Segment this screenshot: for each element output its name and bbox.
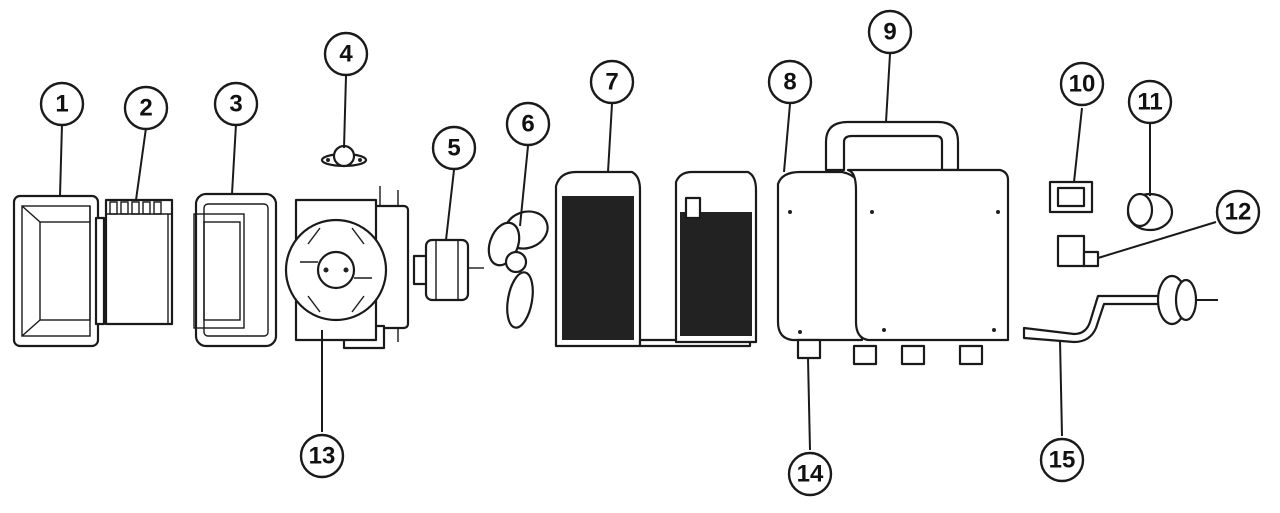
- callout-10: 10: [1059, 61, 1105, 107]
- svg-text:11: 11: [1137, 89, 1162, 116]
- callout-8: 8: [767, 59, 813, 105]
- svg-text:9: 9: [883, 19, 896, 46]
- svg-text:12: 12: [1225, 199, 1252, 226]
- svg-text:8: 8: [783, 69, 796, 96]
- part-8-side-panel: [776, 170, 864, 360]
- svg-text:7: 7: [605, 69, 618, 96]
- part-12-switch-connector: [1056, 234, 1100, 268]
- part-3-rear-frame: [193, 192, 278, 348]
- callout-5: 5: [431, 125, 477, 171]
- callout-13: 13: [299, 433, 345, 479]
- part-14-rubber-feet: [852, 344, 984, 366]
- callout-14: 14: [787, 451, 833, 497]
- svg-text:1: 1: [55, 91, 68, 118]
- part-4-thermostat: [320, 144, 368, 168]
- callout-11: 11: [1127, 79, 1173, 125]
- callout-6: 6: [505, 101, 551, 147]
- part-15-shaft: [1022, 274, 1218, 344]
- callout-2: 2: [123, 85, 169, 131]
- part-10-rocker-switch: [1048, 180, 1094, 214]
- part-5-fan-motor: [412, 238, 484, 302]
- callout-7: 7: [589, 59, 635, 105]
- part-1-front-frame: [12, 194, 106, 348]
- callout-15: 15: [1039, 437, 1085, 483]
- svg-text:4: 4: [339, 41, 353, 68]
- svg-text:13: 13: [309, 443, 336, 470]
- part-7-inner-housing: [554, 170, 758, 348]
- part-2-heating-element: [104, 198, 174, 326]
- part-6-fan-blade: [487, 210, 549, 329]
- svg-text:15: 15: [1049, 447, 1076, 474]
- callout-4: 4: [323, 31, 369, 77]
- svg-text:14: 14: [797, 461, 824, 488]
- svg-text:3: 3: [229, 91, 242, 118]
- svg-text:10: 10: [1069, 71, 1096, 98]
- part-11-control-knob: [1126, 192, 1174, 232]
- part-9-outer-case: [824, 120, 1010, 342]
- leader-lines: [59, 53, 1217, 451]
- callout-1: 1: [39, 81, 85, 127]
- callout-9: 9: [867, 9, 913, 55]
- part-13-fan-frame: [284, 186, 410, 350]
- callout-12: 12: [1215, 189, 1261, 235]
- svg-text:6: 6: [521, 111, 534, 138]
- svg-text:2: 2: [139, 95, 152, 122]
- callout-3: 3: [213, 81, 259, 127]
- svg-text:5: 5: [447, 135, 460, 162]
